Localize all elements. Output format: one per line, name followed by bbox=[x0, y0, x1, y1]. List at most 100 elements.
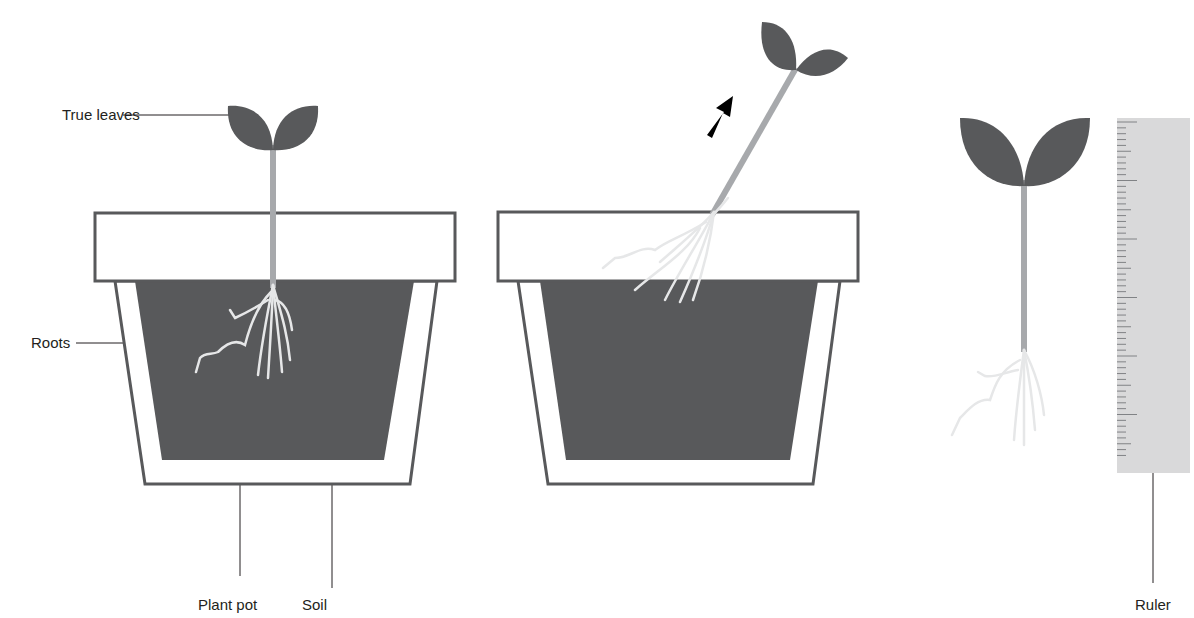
ruler-tick bbox=[1117, 420, 1126, 421]
root bbox=[273, 285, 290, 360]
ruler-tick bbox=[1117, 338, 1126, 339]
part-label: Soil bbox=[302, 596, 327, 614]
ruler-ticks bbox=[1117, 122, 1137, 455]
ruler-tick bbox=[1117, 133, 1126, 134]
pot-rim bbox=[498, 212, 858, 281]
root bbox=[635, 228, 700, 290]
ruler-tick bbox=[1117, 449, 1126, 450]
ruler-tick bbox=[1117, 297, 1137, 298]
ruler-tick bbox=[1117, 443, 1131, 444]
root bbox=[196, 292, 271, 372]
ruler-tick bbox=[1117, 180, 1137, 181]
part-label: Plant pot bbox=[198, 596, 257, 614]
ruler-tick bbox=[1117, 361, 1126, 362]
ruler-tick bbox=[1117, 309, 1126, 310]
ruler-tick bbox=[1117, 168, 1126, 169]
ruler-tick bbox=[1117, 244, 1126, 245]
ruler-tick bbox=[1117, 455, 1126, 456]
ruler-tick bbox=[1117, 162, 1126, 163]
ruler-tick bbox=[1117, 373, 1126, 374]
root bbox=[268, 285, 273, 378]
ruler-tick bbox=[1117, 127, 1126, 128]
ruler-tick bbox=[1117, 391, 1126, 392]
ruler-tick bbox=[1117, 432, 1126, 433]
true-leaf bbox=[228, 106, 273, 150]
ruler-tick bbox=[1117, 356, 1137, 357]
ruler-tick bbox=[1117, 326, 1131, 327]
roots bbox=[603, 198, 728, 302]
root bbox=[230, 300, 268, 318]
stem bbox=[1021, 180, 1027, 352]
ruler-tick bbox=[1117, 279, 1126, 280]
ruler-tick bbox=[1117, 145, 1126, 146]
ruler-tick bbox=[1117, 174, 1126, 175]
ruler-tick bbox=[1117, 437, 1126, 438]
ruler-tick bbox=[1117, 315, 1126, 316]
ruler-tick bbox=[1117, 291, 1126, 292]
soil bbox=[540, 281, 818, 460]
ruler-tick bbox=[1117, 256, 1126, 257]
ruler-tick bbox=[1117, 122, 1137, 123]
ruler-tick bbox=[1117, 332, 1126, 333]
ruler-tick bbox=[1117, 367, 1126, 368]
ruler-tick bbox=[1117, 139, 1126, 140]
true-leaf bbox=[761, 22, 796, 70]
ruler-tick bbox=[1117, 396, 1126, 397]
ruler-tick bbox=[1117, 262, 1126, 263]
true-leaf bbox=[1024, 118, 1090, 186]
ruler-tick bbox=[1117, 151, 1131, 152]
ruler-tick bbox=[1117, 350, 1126, 351]
plant-pot bbox=[518, 281, 840, 484]
true-leaf bbox=[273, 106, 318, 150]
leader-line bbox=[1153, 460, 1154, 583]
part-label: Ruler bbox=[1135, 596, 1171, 614]
root bbox=[1024, 350, 1044, 415]
part-label: Roots bbox=[31, 334, 70, 352]
root bbox=[275, 300, 292, 330]
ruler-tick bbox=[1117, 414, 1137, 415]
roots bbox=[952, 350, 1044, 445]
ruler-tick bbox=[1117, 215, 1126, 216]
root bbox=[693, 212, 714, 300]
ruler-tick bbox=[1117, 426, 1126, 427]
leader-line bbox=[240, 484, 241, 576]
root bbox=[952, 360, 1020, 435]
ruler-tick bbox=[1117, 192, 1126, 193]
ruler-tick bbox=[1117, 198, 1126, 199]
ruler-tick bbox=[1117, 303, 1126, 304]
plant-pot bbox=[115, 281, 437, 484]
ruler-tick bbox=[1117, 233, 1126, 234]
ruler-tick bbox=[1117, 402, 1126, 403]
part-label: True leaves bbox=[62, 106, 140, 124]
root bbox=[712, 198, 728, 216]
ruler-tick bbox=[1117, 186, 1126, 187]
root bbox=[603, 222, 706, 268]
true-leaf bbox=[796, 49, 848, 76]
root bbox=[680, 212, 714, 302]
stem bbox=[270, 145, 276, 288]
ruler-tick bbox=[1117, 221, 1126, 222]
ruler-tick bbox=[1117, 385, 1131, 386]
ruler-tick bbox=[1117, 227, 1126, 228]
ruler-tick bbox=[1117, 268, 1131, 269]
ruler-tick bbox=[1117, 408, 1126, 409]
root bbox=[1023, 350, 1026, 445]
root bbox=[978, 370, 1018, 376]
ruler-tick bbox=[1117, 320, 1126, 321]
soil bbox=[135, 281, 414, 460]
root bbox=[660, 212, 714, 262]
stem bbox=[712, 68, 796, 215]
ruler-tick bbox=[1117, 157, 1126, 158]
ruler-tick bbox=[1117, 239, 1137, 240]
ruler-tick bbox=[1117, 344, 1126, 345]
ruler-tick bbox=[1117, 274, 1126, 275]
ruler-tick bbox=[1117, 285, 1126, 286]
ruler bbox=[1117, 118, 1190, 473]
pull-arrow bbox=[707, 96, 733, 138]
ruler-tick bbox=[1117, 250, 1126, 251]
ruler-tick bbox=[1117, 209, 1131, 210]
true-leaf bbox=[960, 118, 1024, 186]
roots bbox=[196, 285, 292, 378]
